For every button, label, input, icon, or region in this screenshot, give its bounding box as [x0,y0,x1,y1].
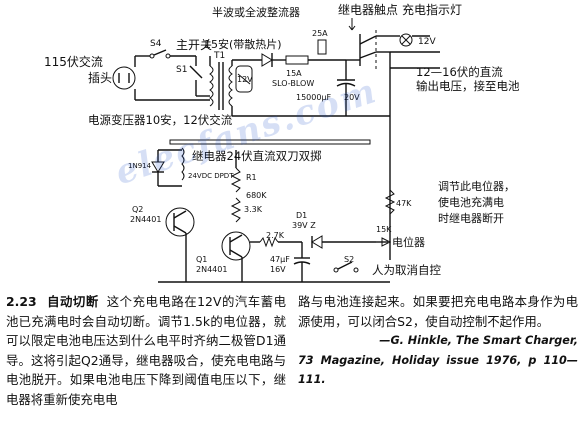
zener-diode-d1 [311,235,323,249]
resistor-2k7 [259,236,279,248]
pot-label: 电位器 [392,235,425,249]
relay-contacts [359,30,390,70]
adjust-note: 调节此电位器， 使电池充满电 时继电器断开 [438,179,519,225]
fuse-15a [285,55,309,65]
r3-label: 47K [396,199,412,208]
t1-label: T1 [213,51,225,61]
diode-1n914-label: 1N914 [128,162,152,170]
q2-label: Q2 [132,205,143,214]
r5-label: 15K [376,225,392,234]
switch-s4 [149,49,171,59]
r2-label: 3.3K [244,205,263,214]
relay-coil [181,147,185,181]
c2-volt-label: 16V [270,265,286,274]
q2-type-label: 2N4401 [130,215,161,224]
q1-label: Q1 [196,255,207,264]
s1-label: S1 [176,65,187,75]
transistor-q1 [221,231,251,261]
relay-label: 继电器24伏直流双刀双掷 [192,149,322,163]
filter-capacitor [336,60,356,116]
s4-label: S4 [150,39,162,49]
cap-15000-label: 15000μF [296,93,332,102]
ac-plug-symbol [112,66,136,90]
relay-contact-label: 继电器触点 [338,3,398,17]
plug-label: 插头 [88,71,112,85]
figure-title: 自动切断 [46,294,99,309]
main-switch-label: 主开关 [176,38,212,52]
capacitor-c2 [293,242,311,282]
fuse-25a [317,39,327,55]
caption-right-text: 路与电池连接起来。如果要把充电电路本身作为电源使用，可以闭合S2，使自动控制不起… [298,294,578,329]
caption-paragraph-left: 2.23 自动切断这个充电电路在12V的汽车蓄电池已充满电时会自动切断。调节1.5… [6,292,286,409]
charge-indicator-lamp [399,33,413,47]
output-voltage-label: 12—16伏的直流 输出电压，接至电池 [416,65,520,93]
lamp-12v-label: 12V [237,75,253,84]
r1-label: R1 [246,173,257,182]
power-transformer [209,62,233,110]
caption-left-text: 这个充电电路在12V的汽车蓄电池已充满电时会自动切断。调节1.5k的电位器，就可… [6,294,286,407]
fuse-25a-label: 25A [312,29,328,38]
switch-s1 [189,56,203,96]
caption-left-column: 2.23 自动切断这个充电电路在12V的汽车蓄电池已充满电时会自动切断。调节1.5… [6,292,286,409]
override-label: 人为取消自控 [372,263,441,277]
charge-lamp-volt-label: 12V [418,37,436,47]
cap-20v-label: 20V [344,93,360,102]
r1-value-label: 680K [246,191,267,200]
d1-value-label: 39V Z [292,221,316,230]
relay-rating-label: 24VDC DPDT [188,172,234,180]
resistor-3k3 [230,197,242,223]
fuse-15a-label: 15A [286,69,302,78]
citation-source: 73 Magazine, Holiday issue 1976, p 110—1… [298,353,578,387]
resistor-47k [384,189,396,215]
s2-label: S2 [344,255,354,264]
transistor-q2 [165,207,195,237]
rectifier-diode [261,53,273,67]
diode-1n914 [151,150,165,186]
rectifier-amp-label: 15安(带散热片) [204,37,282,51]
c2-label: 47μF [270,255,290,264]
circuit-schematic: 115伏交流 插头 S4 主开关 S1 T1 12V 半波或全波整流器 15安(… [44,2,520,283]
caption-right-column: 路与电池连接起来。如果要把充电电路本身作为电源使用，可以闭合S2，使自动控制不起… [298,292,578,390]
charge-lamp-label: 充电指示灯 [402,2,462,17]
fuse-type-label: SLO-BLOW [272,79,314,88]
transformer-label: 电源变压器10安，12伏交流 [88,113,233,127]
pilot-lamp-12v [235,65,253,93]
figure-number: 2.23 [6,294,37,309]
resistor-r1 [230,167,242,193]
citation-author: —G. Hinkle, The Smart Charger, [379,334,578,347]
switch-s2 [333,261,359,273]
rectifier-label: 半波或全波整流器 [212,5,300,19]
q1-type-label: 2N4401 [196,265,227,274]
d1-label: D1 [296,211,307,220]
r4-label: 2.7K [266,231,285,240]
ac-input-label: 115伏交流 [44,54,103,69]
